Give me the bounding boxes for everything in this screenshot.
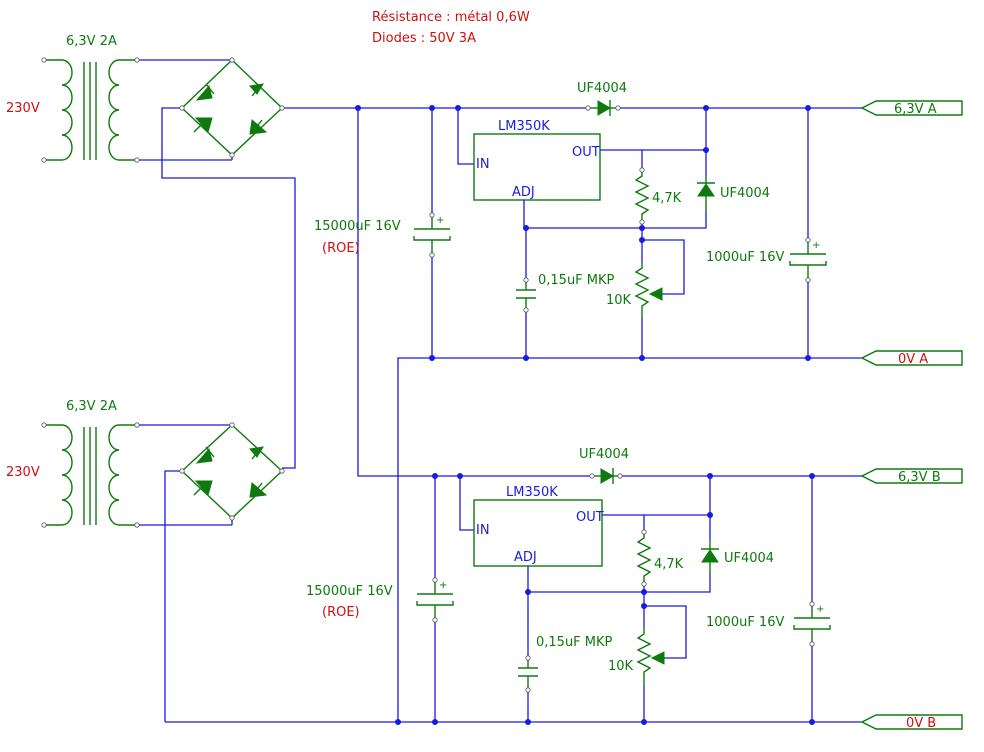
resistor-r1-a [634, 170, 650, 222]
series-diode-a-label: UF4004 [577, 81, 627, 96]
transformer-1: 6,3V 2A 230V [6, 34, 137, 161]
connector-0v-a-label: 0V A [898, 352, 928, 367]
resistor-r1-a-label: 4,7K [652, 191, 682, 206]
channel-a: + 15000uF 16V (ROE) LM350K IN OUT ADJ UF… [165, 81, 963, 723]
transformer-2-primary-label: 230V [6, 465, 40, 480]
resistor-r1-b [636, 532, 652, 584]
transformer-2: 6,3V 2A 230V [6, 399, 137, 526]
regulator-b-pin-in: IN [476, 523, 490, 538]
note-diodes: Diodes : 50V 3A [372, 31, 476, 46]
potentiometer-a [634, 262, 650, 318]
terminal-pins [41, 57, 285, 528]
transformer-2-rating: 6,3V 2A [66, 399, 117, 414]
regulator-b [473, 499, 603, 567]
output-capacitor-a: + [789, 240, 827, 280]
connector-0v-a: 0V A [860, 350, 963, 367]
filter-capacitor-a: + [413, 215, 451, 255]
protect-diode-a-label: UF4004 [720, 186, 770, 201]
output-capacitor-a-label: 1000uF 16V [706, 250, 784, 265]
series-diode-b-label: UF4004 [579, 447, 629, 462]
bridge-rectifier-1 [180, 59, 284, 156]
regulator-a-pin-in: IN [476, 157, 490, 172]
regulator-b-label: LM350K [506, 485, 558, 500]
potentiometer-b [636, 628, 652, 686]
protect-diode-b [701, 540, 719, 574]
output-capacitor-b-label: 1000uF 16V [706, 615, 784, 630]
regulator-a-pin-adj: ADJ [512, 185, 535, 200]
connector-6v3-a: 6,3V A [860, 100, 963, 117]
bridge-rectifier-2 [180, 424, 284, 519]
filter-capacitor-a-brand: (ROE) [322, 241, 360, 256]
protect-diode-b-label: UF4004 [724, 551, 774, 566]
adj-capacitor-b-label: 0,15uF MKP [536, 635, 613, 650]
adj-capacitor-a [516, 280, 536, 310]
transformer-1-primary-label: 230V [6, 101, 40, 116]
connector-6v3-a-label: 6,3V A [894, 102, 937, 117]
svg-text:+: + [812, 240, 820, 251]
series-diode-a [588, 100, 618, 116]
connector-6v3-b: 6,3V B [860, 468, 963, 485]
regulator-a-label: LM350K [498, 119, 550, 134]
filter-capacitor-b-brand: (ROE) [322, 605, 360, 620]
filter-capacitor-b: + [416, 580, 454, 620]
regulator-b-pin-out: OUT [576, 510, 604, 525]
svg-text:+: + [439, 580, 447, 591]
connector-0v-b: 0V B [860, 714, 963, 731]
filter-capacitor-a-label: 15000uF 16V [314, 219, 401, 234]
output-capacitor-b: + [793, 604, 831, 644]
protect-diode-a [697, 176, 715, 210]
svg-text:+: + [816, 604, 824, 615]
connector-0v-b-label: 0V B [906, 716, 936, 731]
transformer-1-rating: 6,3V 2A [66, 34, 117, 49]
resistor-r1-b-label: 4,7K [654, 557, 684, 572]
regulator-a [473, 133, 601, 201]
regulator-a-pin-out: OUT [572, 145, 600, 160]
adj-capacitor-b [518, 658, 538, 690]
series-diode-b [592, 468, 620, 484]
filter-capacitor-b-label: 15000uF 16V [306, 584, 393, 599]
svg-text:+: + [436, 215, 444, 226]
connector-6v3-b-label: 6,3V B [898, 470, 941, 485]
note-resistance: Résistance : métal 0,6W [372, 10, 530, 25]
potentiometer-b-label: 10K [608, 659, 634, 674]
adj-capacitor-a-label: 0,15uF MKP [538, 273, 615, 288]
potentiometer-a-label: 10K [606, 293, 632, 308]
channel-b: + 15000uF 16V (ROE) LM350K IN OUT ADJ UF… [306, 447, 963, 731]
regulator-b-pin-adj: ADJ [514, 550, 537, 565]
